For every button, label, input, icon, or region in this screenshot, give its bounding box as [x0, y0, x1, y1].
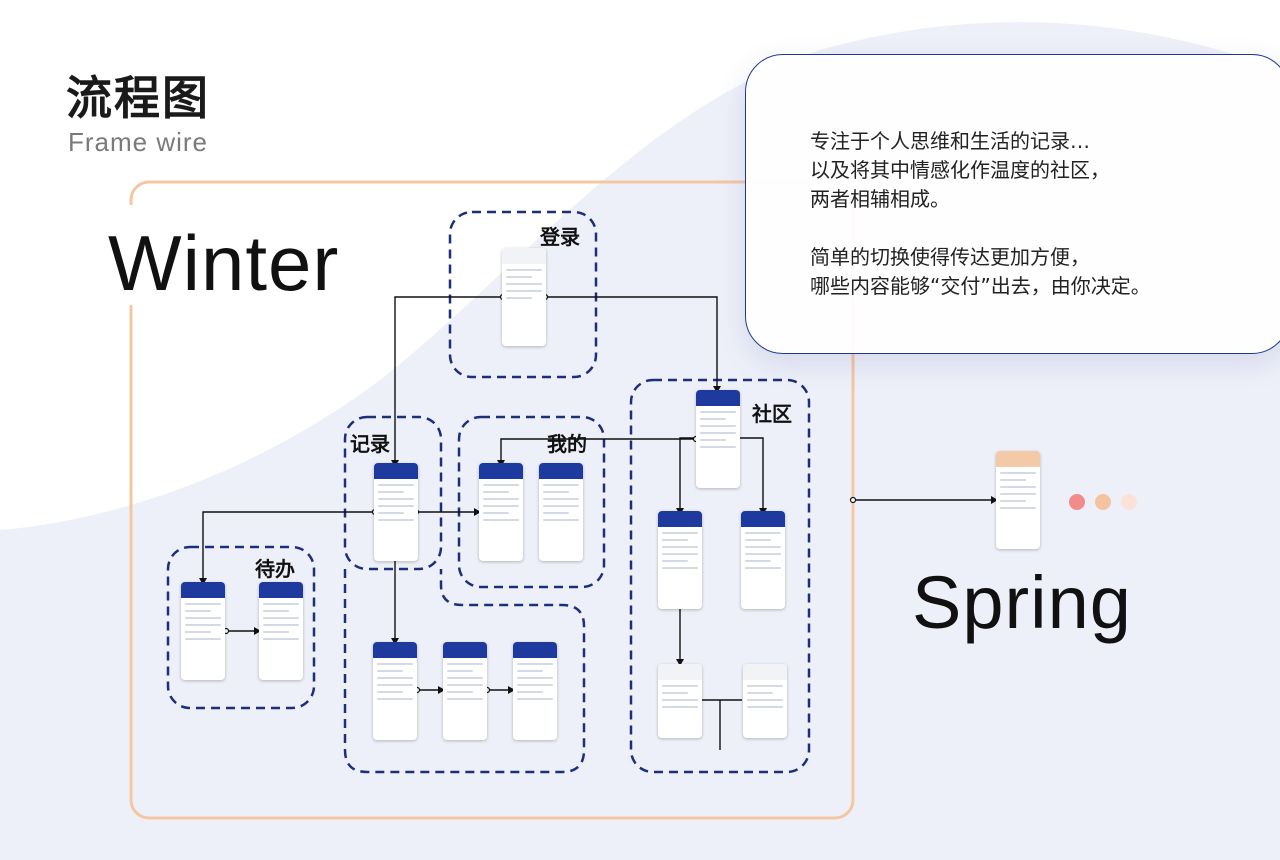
screen-thumbnail: [743, 664, 787, 738]
note-line: 两者相辅相成。: [810, 187, 950, 211]
group-label-community: 社区: [752, 402, 792, 426]
screen-thumbnail: [658, 664, 702, 738]
winter-label: Winter: [108, 219, 340, 307]
pagination-dot: [1069, 494, 1085, 510]
screen-thumbnail: [259, 582, 303, 680]
screen-thumbnail: [502, 248, 546, 346]
group-label-login: 登录: [540, 225, 580, 249]
screen-thumbnail: [696, 390, 740, 488]
group-label-mine: 我的: [547, 432, 587, 456]
pagination-dot: [1121, 494, 1137, 510]
note-line: 哪些内容能够“交付”出去，由你决定。: [810, 274, 1151, 298]
spring-label: Spring: [912, 561, 1132, 644]
screen-thumbnail: [513, 642, 557, 740]
screen-thumbnail: [374, 463, 418, 561]
page-subtitle: Frame wire: [68, 127, 209, 157]
screen-thumbnail: [996, 451, 1040, 549]
screen-thumbnail: [741, 511, 785, 609]
group-label-record: 记录: [350, 432, 390, 456]
note-line: 专注于个人思维和生活的记录…: [810, 129, 1090, 153]
screen-thumbnail: [479, 463, 523, 561]
note-line: 以及将其中情感化作温度的社区，: [810, 158, 1110, 182]
screen-thumbnail: [443, 642, 487, 740]
screen-thumbnail: [373, 642, 417, 740]
screen-thumbnail: [658, 511, 702, 609]
group-label-todo: 待办: [255, 557, 295, 581]
screen-thumbnail: [181, 582, 225, 680]
screen-thumbnail: [539, 463, 583, 561]
note-line: 简单的切换使得传达更加方便，: [810, 245, 1090, 269]
pagination-dot: [1095, 494, 1111, 510]
description-card: 专注于个人思维和生活的记录… 以及将其中情感化作温度的社区， 两者相辅相成。 简…: [745, 54, 1280, 354]
page-title: 流程图: [66, 71, 210, 125]
